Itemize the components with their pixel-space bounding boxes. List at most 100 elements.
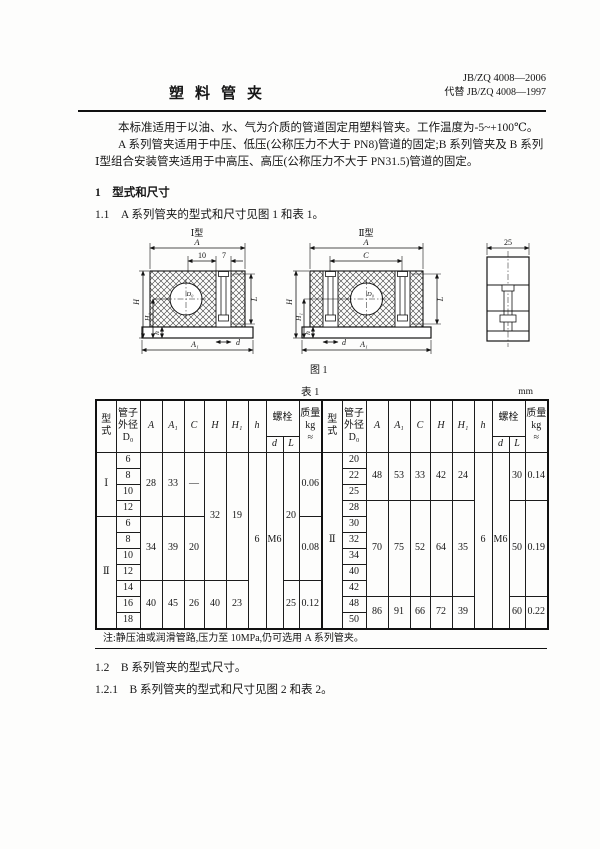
A1-cell: 45: [161, 579, 185, 629]
A1-cell: 39: [161, 515, 185, 581]
mass-cell: 0.08: [298, 515, 323, 581]
C-cell: 66: [409, 595, 431, 629]
d0-cell: 12: [115, 499, 141, 517]
table-1: 型式 管子 外径 D₀ A A₁ C H H₁ h 螺栓 质量 kg ≈ 型式 …: [95, 399, 549, 630]
mass-cell: 0.22: [524, 595, 549, 629]
d0-cell: 12: [115, 563, 141, 581]
col-header-H: H: [203, 399, 227, 453]
d0-cell: 20: [341, 451, 367, 469]
dim-H-label: H: [285, 298, 294, 306]
dim-A-label: A: [362, 237, 369, 247]
clause-1-1: 1.1 A 系列管夹的型式和尺寸见图 1 和表 1。: [95, 209, 325, 221]
A1-cell: 53: [387, 451, 411, 501]
table-row: 8 22: [96, 467, 548, 485]
type-cell: Ⅱ: [95, 515, 117, 629]
col-header-A: A: [139, 399, 163, 453]
d0-cell: 48: [341, 595, 367, 613]
intro-paragraph-1: 本标准适用于以油、水、气为介质的管道固定用塑料管夹。工作温度为-5~+100℃。: [118, 122, 539, 134]
C-cell: —: [183, 451, 205, 517]
col-header-mass: 质量 kg ≈: [524, 399, 549, 453]
C-cell: 33: [409, 451, 431, 501]
H-cell: 40: [203, 579, 227, 629]
col-header-H1: H₁: [451, 399, 475, 453]
type1-view: Ⅰ型 D₀ A: [132, 228, 259, 354]
standard-codes: JB/ZQ 4008—2006 代替 JB/ZQ 4008—1997: [444, 72, 546, 100]
table-row: 12 28 70 75 52 64 35 50 0.19: [96, 499, 549, 597]
page-title: 塑料管夹: [169, 86, 274, 102]
h-cell: 6: [247, 451, 267, 629]
L-cell: 20: [282, 451, 300, 581]
C-cell: 20: [183, 515, 205, 581]
figure-1-caption: 图 1: [310, 364, 328, 376]
dim-10-label: 10: [198, 251, 206, 260]
dim-H1-label: H₁: [143, 313, 152, 322]
L-cell: 30: [508, 451, 526, 501]
col-header-C: C: [183, 399, 205, 453]
col-header-d: d: [265, 435, 284, 453]
figure-1: Ⅰ型 D₀ A: [95, 227, 546, 383]
dim-H1-label: H₁: [294, 313, 303, 322]
col-header-H1: H₁: [225, 399, 249, 453]
col-header-A: A: [365, 399, 389, 453]
d0-cell: 30: [341, 515, 367, 533]
d0-cell: 34: [341, 547, 367, 565]
table-1-unit: mm: [518, 387, 533, 397]
dim-h-label: h: [152, 331, 161, 335]
col-header-d: d: [491, 435, 510, 453]
d0-cell: 14: [115, 579, 141, 597]
col-header-L: L: [508, 435, 526, 453]
table-row: 10 25: [96, 483, 548, 501]
table-row: 18 50: [96, 611, 548, 629]
H-cell: 64: [429, 499, 453, 597]
H1-cell: 39: [451, 595, 475, 629]
table-row: Ⅱ 6 34 39 20 0.08 30: [95, 515, 548, 629]
L-cell: 50: [508, 499, 526, 597]
d0-cell: 6: [115, 515, 141, 533]
col-header-pipe-od: 管子 外径 D₀: [115, 399, 141, 453]
col-header-A1: A₁: [161, 399, 185, 453]
clause-1-2: 1.2 B 系列管夹的型式尺寸。: [95, 661, 247, 674]
dim-L-label: L: [250, 296, 259, 302]
H-cell: 32: [203, 451, 227, 581]
d0-cell: 25: [341, 483, 367, 501]
col-header-bolt: 螺栓: [265, 399, 300, 437]
A-cell: 34: [139, 515, 163, 581]
bore-label: D₀: [366, 291, 374, 298]
A-cell: 40: [139, 579, 163, 629]
d0-cell: 6: [115, 451, 141, 469]
dim-d-label: d: [236, 338, 241, 347]
A1-cell: 75: [387, 499, 411, 597]
mass-cell: 0.14: [524, 451, 549, 501]
A1-cell: 91: [387, 595, 411, 629]
table-row: 12 40: [96, 563, 548, 581]
type-cell: Ⅱ: [321, 451, 343, 629]
intro-paragraph-2: A 系列管夹适用于中压、低压(公称压力不大于 PN8)管道的固定;B 系列管夹及…: [95, 139, 544, 168]
dim-25-label: 25: [504, 238, 512, 247]
type-cell: Ⅰ: [95, 451, 117, 517]
side-view: 25: [486, 238, 530, 347]
col-header-pipe-od: 管子 外径 D₀: [341, 399, 367, 453]
A-cell: 86: [365, 595, 389, 629]
dim-C-label: C: [363, 250, 369, 260]
d0-cell: 8: [115, 467, 141, 485]
d0-cell: 16: [115, 595, 141, 613]
dim-H-label: H: [132, 298, 141, 306]
col-header-mass: 质量 kg ≈: [298, 399, 323, 453]
d0-cell: 22: [341, 467, 367, 485]
d0-cell: 50: [341, 611, 367, 629]
col-header-C: C: [409, 399, 431, 453]
col-header-h: h: [473, 399, 493, 453]
A-cell: 28: [139, 451, 163, 517]
d0-cell: 40: [341, 563, 367, 581]
bolt-d-cell: M6: [265, 451, 284, 629]
bolt-d-cell: M6: [491, 451, 510, 629]
table-1-caption-row: 表 1 mm: [95, 384, 547, 399]
H1-cell: 35: [451, 499, 475, 597]
clause-1-2-1: 1.2.1 B 系列管夹的型式和尺寸见图 2 和表 2。: [95, 683, 333, 696]
table-1-note: 注:静压油或润滑管路,压力至 10MPa,仍可选用 A 系列管夹。: [95, 630, 547, 649]
col-header-H: H: [429, 399, 453, 453]
d0-cell: 42: [341, 579, 367, 597]
table-1-caption: 表 1: [301, 387, 320, 398]
A-cell: 48: [365, 451, 389, 501]
